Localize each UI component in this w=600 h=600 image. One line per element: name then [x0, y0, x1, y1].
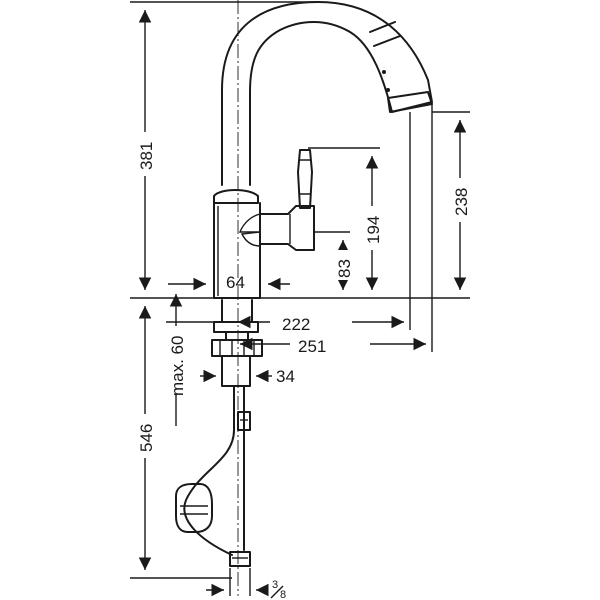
dim-max-deck: max. 60: [168, 336, 187, 396]
dim-reach-inner: 222: [282, 315, 310, 334]
svg-text:8: 8: [280, 589, 286, 600]
extension-lines: [130, 1, 470, 596]
dim-overall-height: 381: [137, 142, 156, 170]
dimension-labels: 381 546 238 194 83 64 222 251 max. 60 34…: [134, 132, 471, 600]
dim-lever-base-height: 83: [335, 259, 354, 278]
dim-shank-diameter: 34: [276, 367, 295, 386]
dim-reach-outer: 251: [298, 337, 326, 356]
faucet-outline: [175, 1, 433, 567]
dim-spout-height: 238: [452, 188, 471, 216]
dim-connection-size: 3 8: [270, 579, 286, 600]
svg-text:3: 3: [272, 579, 278, 591]
dim-body-diameter: 64: [226, 273, 245, 292]
dim-lever-height: 194: [364, 216, 383, 244]
dim-hose-length: 546: [137, 424, 156, 452]
dimension-lines: [138, 10, 467, 597]
